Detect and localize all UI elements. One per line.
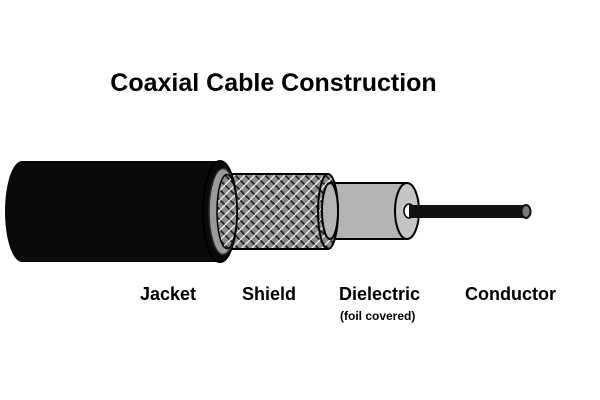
- jacket-back-end: [5, 161, 39, 262]
- conductor-label: Conductor: [465, 284, 556, 304]
- dielectric-note: (foil covered): [340, 309, 416, 323]
- shield-label: Shield: [242, 284, 297, 304]
- diagram-title: Coaxial Cable Construction: [110, 69, 437, 97]
- conductor-part: [408, 204, 532, 219]
- dielectric-part: [329, 182, 423, 240]
- conductor-wire: [408, 205, 526, 218]
- conductor-tip: [520, 204, 532, 219]
- dielectric-label: Dielectric: [339, 284, 421, 304]
- shield-start-face: [216, 173, 238, 250]
- conductor-entry: [409, 205, 423, 218]
- jacket-body: [22, 161, 220, 262]
- jacket-part: [5, 160, 238, 263]
- dielectric-start-face: [321, 182, 339, 240]
- jacket-label: Jacket: [140, 284, 197, 304]
